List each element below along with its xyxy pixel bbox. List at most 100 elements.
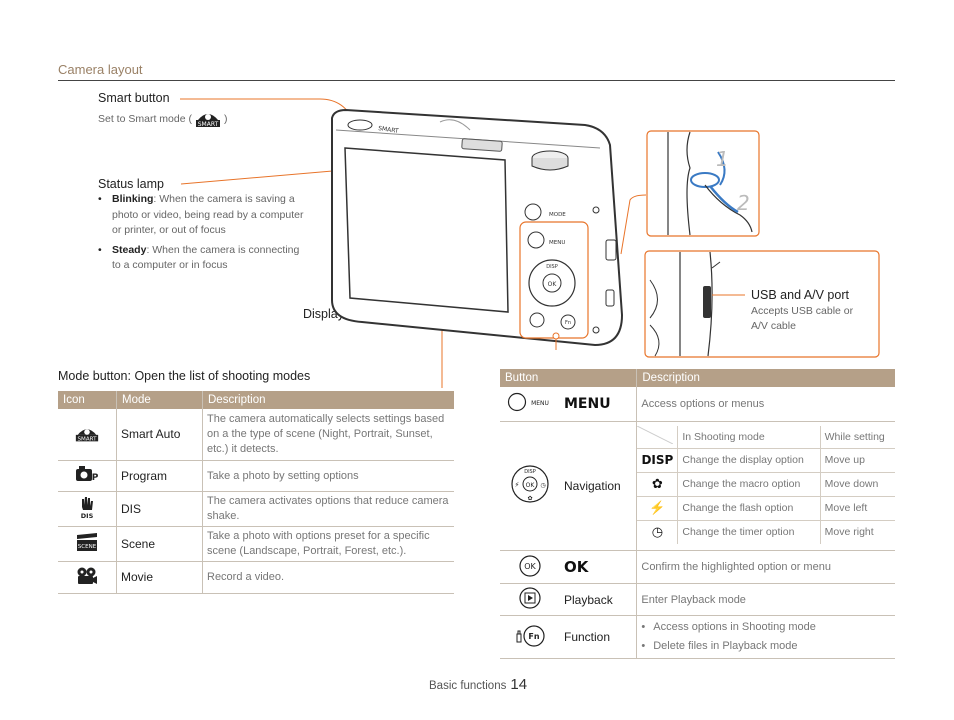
ok-description: Confirm the highlighted option or menu: [636, 550, 895, 584]
col-header-icon: Icon: [58, 391, 117, 409]
function-button-name: Function: [560, 615, 637, 659]
movie-icon: [77, 567, 97, 584]
footer-label: Basic functions: [429, 680, 507, 692]
camera-ok-text: OK: [548, 281, 558, 288]
strap-step-1: 1: [716, 147, 729, 171]
svg-text:◷: ◷: [540, 482, 545, 489]
section-title: Camera layout: [58, 62, 143, 77]
smart-button-sub-before: Set to Smart mode (: [98, 113, 192, 125]
usb-title: USB and A/V port: [751, 288, 849, 302]
modes-table: Icon Mode Description SMART Smart Auto T…: [58, 391, 454, 594]
sub-shooting: Change the flash option: [677, 496, 821, 521]
mode-description: Record a video.: [202, 561, 454, 594]
col-header-mode: Mode: [116, 391, 203, 409]
svg-text:⚡: ⚡: [515, 481, 520, 489]
bullet-label: Steady: [112, 243, 147, 256]
menu-button-icon: MENU: [507, 393, 549, 412]
subtable-header: In Shooting mode While setting: [637, 425, 895, 449]
mode-name: Movie: [116, 561, 203, 594]
status-lamp-bullets: • Blinking: When the camera is saving a …: [98, 192, 308, 274]
table-row: DIS DIS The camera activates options tha…: [58, 491, 454, 527]
subtable-row: ✿ Change the macro option Move down: [637, 472, 895, 497]
bullet-text: : When the camera is saving a photo or v…: [112, 193, 304, 236]
camera-disp-text: DISP: [546, 264, 558, 270]
smart-button-sub-after: ): [223, 113, 228, 125]
usb-subtitle: Accepts USB cable or A/V cable: [751, 305, 854, 332]
nav-ok-text: OK: [526, 482, 536, 489]
table-row: Movie Record a video.: [58, 561, 454, 594]
smart-auto-icon-text: SMART: [78, 436, 98, 442]
smart-mode-icon-text: SMART: [198, 121, 219, 128]
col-header-description: Description: [202, 391, 454, 409]
status-lamp-bullet: • Steady: When the camera is connecting …: [98, 243, 308, 274]
smart-auto-icon: SMART: [75, 429, 99, 442]
svg-text:SCENE: SCENE: [78, 544, 97, 550]
mode-name: Program: [116, 460, 203, 492]
table-row-ok: OK OK Confirm the highlighted option or …: [500, 550, 895, 584]
bullet-dot: •: [98, 193, 102, 205]
smart-button-subtitle: Set to Smart mode ( SMART ): [98, 108, 227, 133]
subtable-row: ◷ Change the timer option Move right: [637, 520, 895, 544]
table-row: SCENE Scene Take a photo with options pr…: [58, 526, 454, 562]
bullet-dot: •: [98, 243, 102, 256]
ok-icon-text: OK: [524, 562, 536, 571]
subtable-row: ⚡ Change the flash option Move left: [637, 496, 895, 521]
camera-smart-text: SMART: [378, 125, 400, 135]
mode-button-subtitle: Open the list of shooting modes: [130, 369, 311, 383]
smart-callout-line: [180, 98, 356, 125]
sub-setting: Move down: [819, 472, 895, 497]
navigation-subtable: In Shooting mode While setting DISP Chan…: [637, 425, 895, 544]
camera-fn-text: Fn: [565, 320, 571, 326]
navigation-button-icon: OK DISP ⚡ ◷ ✿: [511, 465, 549, 503]
sub-setting: Move up: [819, 448, 895, 473]
sub-shooting: Change the timer option: [677, 520, 821, 544]
sub-setting: Move right: [819, 520, 895, 544]
flash-icon: ⚡: [637, 496, 678, 521]
table-row-function: Fn Function • Access options in Shooting …: [500, 615, 895, 659]
diagonal-divider: [637, 425, 674, 444]
bullet-dot: •: [641, 621, 646, 633]
playback-button-name: Playback: [560, 583, 637, 616]
page-number: 14: [510, 676, 528, 693]
subtable-row: DISP Change the display option Move up: [637, 448, 895, 473]
function-bullet: •Delete files in Playback mode: [641, 637, 891, 656]
bullet-text: Delete files in Playback mode: [653, 640, 798, 652]
svg-text:P: P: [92, 473, 99, 483]
mode-name: Smart Auto: [116, 409, 203, 461]
table-row: SMART Smart Auto The camera automaticall…: [58, 409, 454, 461]
col-header-button: Button: [500, 369, 637, 387]
mode-button-caption: Mode button: Open the list of shooting m…: [58, 369, 310, 383]
mode-button-title: Mode button:: [58, 369, 131, 383]
playback-button-icon: [519, 587, 541, 609]
ok-button-icon: OK: [519, 554, 541, 577]
timer-icon: ◷: [651, 524, 664, 540]
mode-name: DIS: [116, 491, 203, 527]
header-rule: [58, 80, 895, 81]
playback-description: Enter Playback mode: [636, 583, 895, 616]
menu-button-name: MENU: [560, 387, 637, 422]
sub-shooting: Change the display option: [677, 448, 821, 473]
disp-icon: DISP: [637, 448, 678, 473]
mode-description: Take a photo with options preset for a s…: [202, 526, 454, 562]
mode-description: The camera activates options that reduce…: [202, 491, 454, 527]
sub-setting: Move left: [819, 496, 895, 521]
fn-icon-text: Fn: [528, 632, 539, 641]
camera-menu-text: MENU: [549, 240, 565, 246]
svg-text:DIS: DIS: [81, 512, 94, 519]
bullet-text: Access options in Shooting mode: [653, 621, 816, 633]
table-row: P Program Take a photo by setting option…: [58, 460, 454, 492]
strap-callout-line: [620, 194, 647, 255]
scene-icon: SCENE: [77, 533, 97, 551]
bullet-label: Blinking: [112, 193, 154, 205]
strap-step-2: 2: [737, 191, 750, 215]
buttons-table: Button Description MENU MENU Access opti…: [500, 369, 895, 659]
menu-description: Access options or menus: [636, 387, 895, 422]
nav-disp-text: DISP: [524, 469, 536, 475]
sub-header-shooting: In Shooting mode: [677, 425, 821, 449]
mode-name: Scene: [116, 526, 203, 562]
mode-description: The camera automatically selects setting…: [202, 409, 454, 461]
svg-text:✿: ✿: [527, 495, 532, 502]
smart-mode-icon: SMART: [194, 108, 222, 133]
